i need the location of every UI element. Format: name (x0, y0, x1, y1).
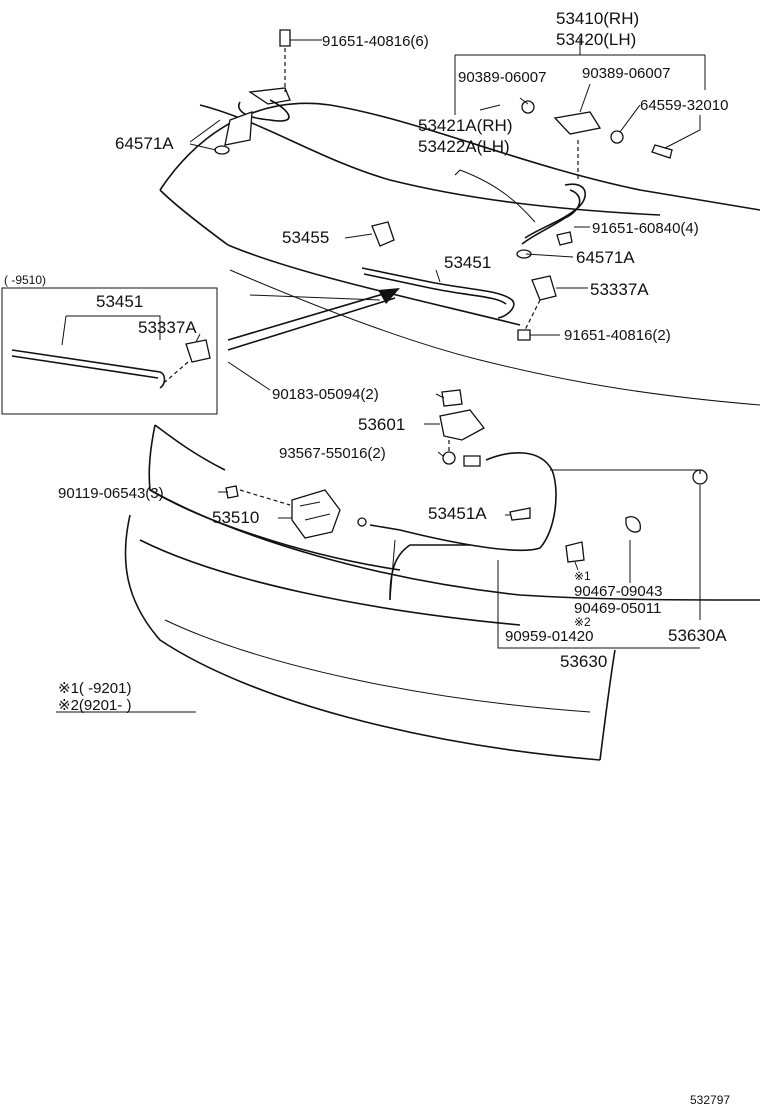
part-90467 (565, 541, 585, 563)
part-53451A (509, 507, 531, 521)
label-53421A: 53421A(RH) (418, 116, 513, 135)
label-53451: 53451 (444, 253, 491, 272)
cushion-64571A-top (214, 145, 230, 155)
mark-1-small: ※1 (574, 569, 591, 583)
mark-2-small: ※2 (574, 615, 591, 629)
label-64571A-mid: 64571A (576, 248, 635, 267)
label-53510: 53510 (212, 508, 259, 527)
part-53455 (371, 221, 395, 247)
label-91651-60840: 91651-60840(4) (592, 220, 699, 237)
hinge-right (521, 111, 602, 245)
reference-number: 532797 (690, 1093, 730, 1107)
washer-93567 (442, 451, 456, 465)
label-53337A: 53337A (590, 280, 649, 299)
bolt-90183 (441, 389, 463, 407)
lock-53510 (291, 489, 341, 539)
label-53455: 53455 (282, 228, 329, 247)
label-90389-a: 90389-06007 (458, 69, 546, 86)
label-90389-b: 90389-06007 (582, 65, 670, 82)
label-93567: 93567-55016(2) (279, 445, 386, 462)
label-90119: 90119-06543(3) (58, 485, 164, 502)
bolt-91651-60840 (556, 231, 573, 246)
label-53601: 53601 (358, 415, 405, 434)
label-53422A: 53422A(LH) (418, 137, 510, 156)
label-53451A: 53451A (428, 504, 487, 523)
nut-90389-b (610, 130, 624, 144)
bolt-91651-2 (517, 329, 531, 341)
part-labels: 53410(RH) 53420(LH) 91651-40816(6) 90389… (4, 9, 730, 1107)
label-53630: 53630 (560, 652, 607, 671)
clip-93567 (463, 455, 481, 467)
inset-range-label: ( -9510) (4, 273, 46, 287)
inset-label-53451: 53451 (96, 292, 143, 311)
label-91651-40816-6: 91651-40816(6) (322, 33, 429, 50)
label-90959: 90959-01420 (505, 628, 593, 645)
trunk-lid-outline (159, 102, 760, 406)
label-90467: 90467-09043 (574, 583, 662, 600)
nut-90389-a (521, 100, 535, 114)
label-64559: 64559-32010 (640, 97, 728, 114)
hinge-left (224, 87, 291, 146)
footnote-2: ※2(9201- ) (58, 697, 131, 714)
bolt-91651-6 (279, 29, 291, 47)
rear-body-outline (124, 424, 760, 761)
lock-rod-53451 (361, 267, 515, 319)
leader-lines (56, 38, 706, 713)
part-53337A (531, 275, 557, 301)
label-53630A: 53630A (668, 626, 727, 645)
label-53420: 53420(LH) (556, 30, 636, 49)
label-90183: 90183-05094(2) (272, 386, 379, 403)
label-91651-40816-2: 91651-40816(2) (564, 327, 671, 344)
release-cable (369, 452, 557, 552)
inset-label-53337A: 53337A (138, 318, 197, 337)
part-90469 (625, 516, 641, 533)
footnote-1: ※1( -9201) (58, 680, 131, 697)
part-53601 (439, 409, 485, 441)
label-90469: 90469-05011 (574, 600, 661, 617)
inset-box (1, 287, 218, 415)
bolt-90119 (225, 485, 239, 499)
label-53410: 53410(RH) (556, 9, 639, 28)
stud-64559 (651, 144, 673, 159)
label-64571A-top: 64571A (115, 134, 174, 153)
inset-arrow (227, 291, 391, 341)
